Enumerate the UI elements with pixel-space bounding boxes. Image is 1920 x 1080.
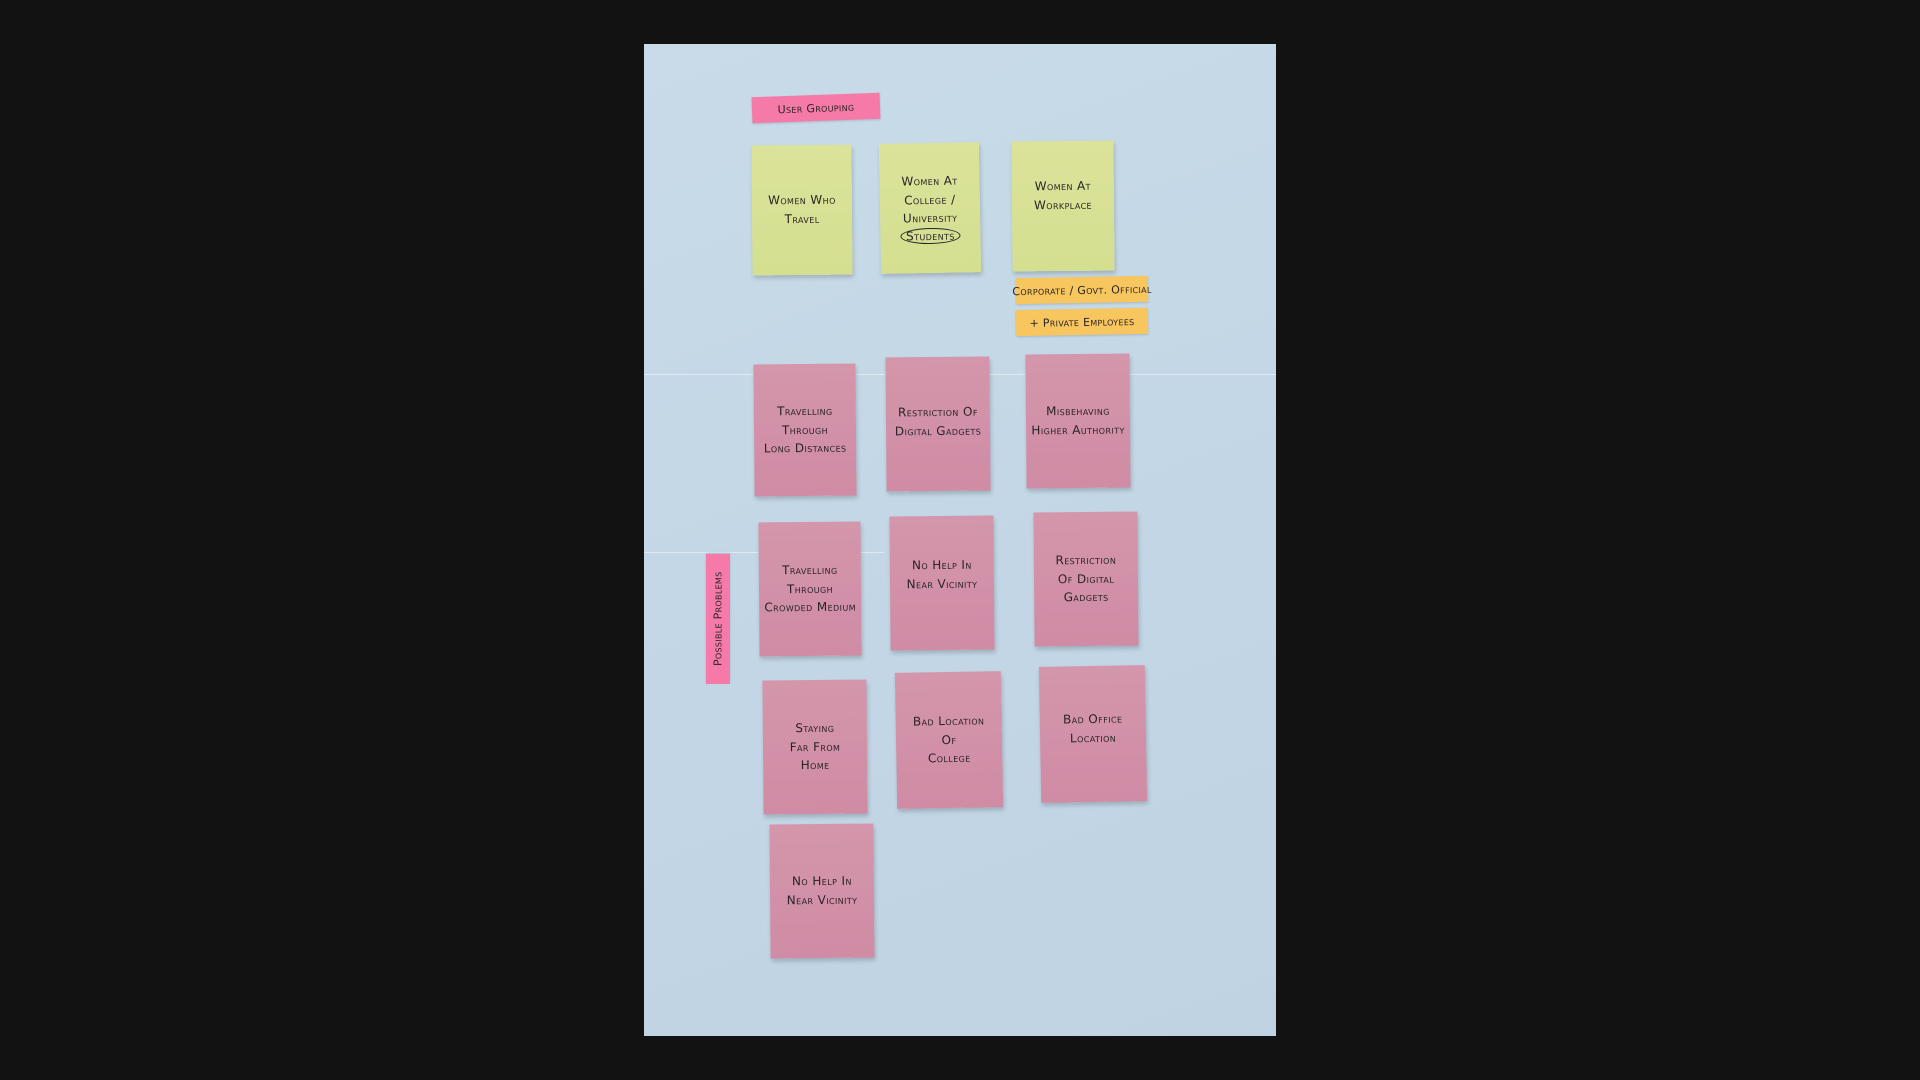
- problem-note: Staying Far From Home: [762, 679, 868, 815]
- sticky-note-board: User Grouping Women Who Travel Women At …: [644, 44, 1276, 1036]
- problem-note: Bad Location Of College: [894, 671, 1004, 809]
- problem-note: No Help In Near Vicinity: [769, 823, 875, 959]
- user-grouping-flag: User Grouping: [751, 92, 881, 124]
- workplace-tag-corporate: Corporate / Govt. Official: [1012, 275, 1152, 305]
- problem-note-text: Restriction Of Digital Gadgets: [894, 404, 982, 438]
- problem-note-text: No Help In Near Vicinity: [906, 557, 978, 591]
- problem-note-text: Travelling Through Long Distances: [763, 403, 847, 456]
- students-circled-text: Students: [899, 227, 961, 245]
- problem-note: Misbehaving Higher Authority: [1025, 353, 1131, 489]
- workplace-tag-private: + Private Employees: [1015, 307, 1149, 337]
- workplace-tag-text: Corporate / Govt. Official: [1012, 282, 1152, 298]
- group-note-text: Women Who Travel: [767, 193, 836, 227]
- possible-problems-label: Possible Problems: [711, 571, 725, 667]
- problem-note-text: No Help In Near Vicinity: [786, 874, 858, 908]
- problem-note-text: Misbehaving Higher Authority: [1031, 404, 1125, 438]
- group-note-text: Women At College / University: [901, 173, 958, 226]
- problem-note-text: Staying Far From Home: [789, 720, 841, 773]
- problem-note-text: Bad Office Location: [1062, 711, 1123, 745]
- problem-note: Restriction Of Digital Gadgets: [1033, 511, 1139, 647]
- possible-problems-flag: Possible Problems: [706, 554, 730, 684]
- problem-note: Travelling Through Crowded Medium: [758, 521, 862, 657]
- problem-note-text: Bad Location Of College: [912, 713, 985, 766]
- problem-note-text: Restriction Of Digital Gadgets: [1055, 552, 1117, 605]
- problem-note: Restriction Of Digital Gadgets: [885, 356, 991, 492]
- group-note-women-at-workplace: Women At Workplace: [1011, 140, 1115, 272]
- group-note-women-at-college: Women At College / University Students: [878, 142, 982, 274]
- problem-note-text: Travelling Through Crowded Medium: [764, 562, 857, 615]
- problem-note: Bad Office Location: [1038, 665, 1148, 803]
- user-grouping-label: User Grouping: [777, 100, 855, 116]
- group-note-women-who-travel: Women Who Travel: [751, 144, 853, 276]
- workplace-tag-text: + Private Employees: [1029, 314, 1135, 330]
- problem-note: Travelling Through Long Distances: [753, 363, 857, 497]
- problem-note: No Help In Near Vicinity: [889, 515, 995, 651]
- group-note-text: Women At Workplace: [1033, 178, 1093, 212]
